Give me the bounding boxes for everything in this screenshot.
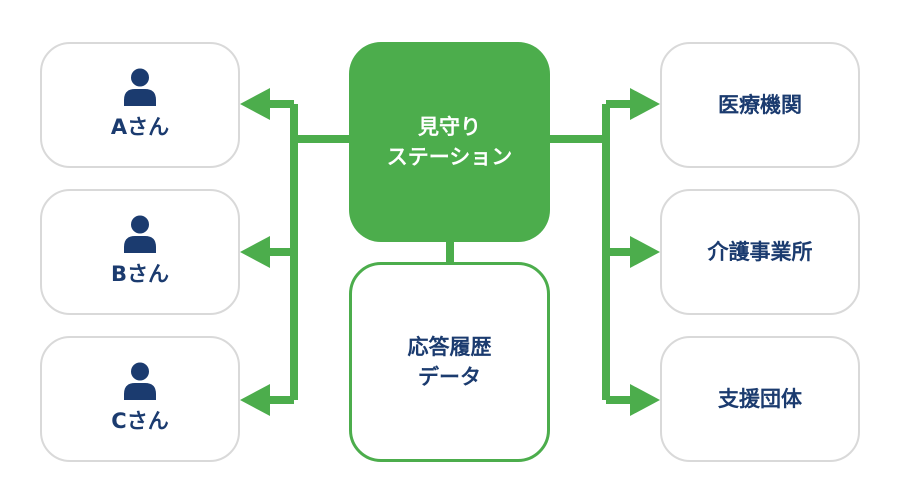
care-label: 介護事業所 (707, 240, 813, 264)
node-medical-institution: 医療機関 (660, 42, 860, 168)
station-label-line1: 見守り (418, 115, 481, 139)
arrow-head-to-medical (630, 88, 660, 120)
medical-label: 医療機関 (718, 93, 802, 117)
arrow-head-to-care (630, 236, 660, 268)
node-person-b: Bさん (40, 189, 240, 315)
node-care-provider: 介護事業所 (660, 189, 860, 315)
node-watch-station: 見守り ステーション (349, 42, 550, 242)
history-label-line1: 応答履歴 (407, 335, 492, 359)
person-icon (124, 362, 156, 400)
node-person-a: Aさん (40, 42, 240, 168)
node-support-group: 支援団体 (660, 336, 860, 462)
support-label: 支援団体 (718, 387, 802, 411)
person-icon (124, 215, 156, 253)
history-label-line2: データ (418, 365, 481, 389)
person-icon (124, 68, 156, 106)
arrow-head-to-support (630, 384, 660, 416)
arrow-head-to-b (240, 236, 270, 268)
arrow-head-to-c (240, 384, 270, 416)
person-c-label: Cさん (111, 409, 169, 433)
person-b-label: Bさん (110, 262, 169, 286)
arrow-head-to-a (240, 88, 270, 120)
person-a-label: Aさん (110, 115, 170, 139)
node-person-c: Cさん (40, 336, 240, 462)
station-label-line2: ステーション (386, 145, 513, 169)
node-response-history: 応答履歴 データ (349, 262, 550, 462)
